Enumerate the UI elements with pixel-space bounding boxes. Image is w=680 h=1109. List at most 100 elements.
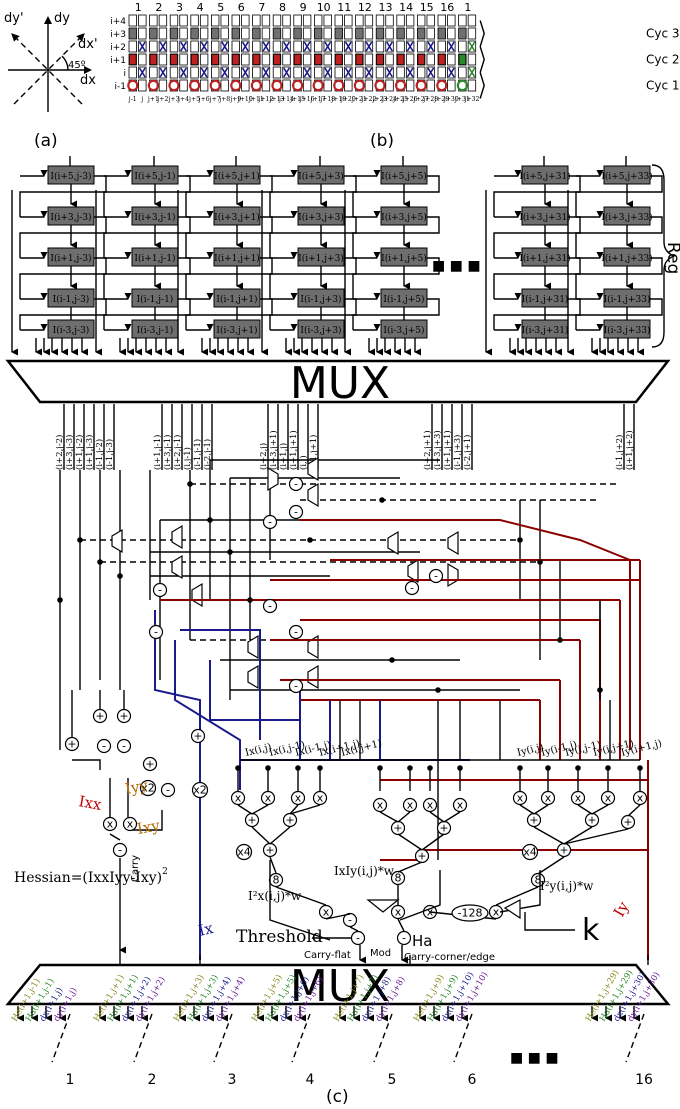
grid-cell — [303, 28, 311, 39]
operator-symbol: x4 — [237, 846, 251, 859]
wire-junction — [307, 537, 313, 543]
mux-output-label: (i+1,j+1) — [442, 430, 453, 470]
mux-output-label: (i-1,j-3) — [104, 439, 115, 470]
grid-cell — [314, 41, 322, 52]
mux-output-label: (i+2,j) — [258, 443, 269, 470]
grid-cell — [150, 28, 158, 39]
grid-cell — [386, 15, 394, 26]
grid-col-label: j-1 — [128, 96, 137, 103]
grid-row-label: i — [123, 69, 126, 79]
wire-junction — [379, 497, 385, 503]
grid-cell — [335, 28, 343, 39]
grid-cell — [232, 15, 240, 26]
grid-cell — [345, 80, 353, 91]
register-label: I(i-1,j+31) — [522, 294, 569, 305]
k-label: k — [582, 913, 600, 948]
operator-wire — [252, 827, 270, 844]
grid-cell — [262, 80, 270, 91]
grid-cell — [170, 41, 178, 52]
grid-cell — [170, 15, 178, 26]
grid-cell — [211, 15, 219, 26]
grid-cell — [242, 80, 250, 91]
mux-output-label: (i+1,j-3) — [84, 435, 95, 471]
grid-cell — [356, 67, 364, 78]
operator-symbol: x — [637, 792, 644, 805]
mux-output-label: (i-1,j+2) — [614, 435, 625, 471]
operator-symbol: + — [119, 710, 128, 723]
operator-symbol: - — [102, 740, 106, 753]
grid-cell — [200, 15, 208, 26]
operator-symbol: + — [265, 844, 274, 857]
operator-wire — [270, 857, 276, 873]
grid-cell — [191, 67, 199, 78]
register-label: I(i+5,j+3) — [298, 171, 344, 182]
grid-cell — [438, 15, 446, 26]
grid-cell — [150, 41, 158, 52]
grid-col-number: 6 — [238, 1, 245, 14]
operator-symbol: x — [265, 792, 272, 805]
operator-wire — [444, 812, 460, 822]
grid-cell — [365, 15, 373, 26]
operator-wire — [380, 812, 398, 822]
grid-cell — [262, 28, 270, 39]
mux-output-label: (i+2,j-2) — [54, 435, 65, 471]
register-label: I(i+1,j-3) — [50, 253, 91, 264]
grid-col-number: 10 — [317, 1, 331, 14]
grid-cell — [159, 80, 167, 91]
output-group-number: 1 — [66, 1072, 75, 1088]
register-label: I(i-3,j+33) — [604, 325, 651, 336]
grid-cell — [427, 28, 435, 39]
grid-cell — [159, 15, 167, 26]
grid-cell — [438, 41, 446, 52]
mux-output-label: (i-1,j+3) — [452, 435, 463, 471]
operator-wire — [238, 805, 252, 814]
operator-symbol: x — [127, 818, 134, 831]
operator-symbol: - — [118, 844, 122, 857]
operator-wire — [534, 827, 564, 844]
operator-wire — [564, 829, 628, 844]
operator-symbol: - — [356, 932, 360, 945]
operator-symbol: x — [107, 818, 114, 831]
grid-cell — [180, 80, 188, 91]
reg-ellipsis: ■ ■ ■ — [432, 258, 481, 274]
grid-cell — [406, 15, 414, 26]
operator-symbol: + — [393, 822, 402, 835]
wire-junction — [207, 517, 213, 523]
output-group-number: 3 — [228, 1072, 237, 1088]
axis-label-dx: dx — [80, 73, 96, 88]
grid-row-label: i+4 — [110, 17, 126, 27]
operator-wire — [520, 805, 534, 814]
register-label: I(i+3,j-3) — [50, 212, 91, 223]
operator-wire — [398, 919, 404, 931]
grid-cell — [129, 67, 137, 78]
grid-cell — [283, 15, 291, 26]
grid-cell — [448, 80, 456, 91]
grid-cell — [427, 80, 435, 91]
grid-cell — [211, 67, 219, 78]
operator-symbol: - — [122, 740, 126, 753]
grid-col-number: 5 — [217, 1, 224, 14]
grid-cell — [232, 41, 240, 52]
grid-cell — [232, 28, 240, 39]
grid-cell — [294, 28, 302, 39]
grid-cell-filled-mark — [274, 55, 281, 65]
grid-cell — [221, 54, 229, 65]
register-label: I(i-3,j-1) — [137, 325, 174, 336]
register-label: I(i-3,j+31) — [522, 325, 569, 336]
wire-junction — [517, 537, 523, 543]
grid-cell — [324, 54, 332, 65]
ixy-label: Ixy — [136, 816, 162, 838]
grid-cycle-label: Cyc 2 — [646, 53, 680, 67]
grid-cell — [427, 15, 435, 26]
register-label: I(i-1,j+3) — [300, 294, 341, 305]
axes-diagram: dy' dy dx' dx 45º — [4, 11, 98, 112]
mux-output-label: (i,j) — [298, 455, 309, 470]
grid-cell — [139, 15, 147, 26]
ix2w-label: I²x(i,j)*w — [248, 889, 302, 903]
grid-cell — [139, 80, 147, 91]
grid-col-number: 4 — [197, 1, 204, 14]
grid-col-number: 3 — [176, 1, 183, 14]
register-label: I(i+1,j+5) — [381, 253, 427, 264]
register-label: I(i-3,j+1) — [216, 325, 257, 336]
grid-cell — [448, 15, 456, 26]
